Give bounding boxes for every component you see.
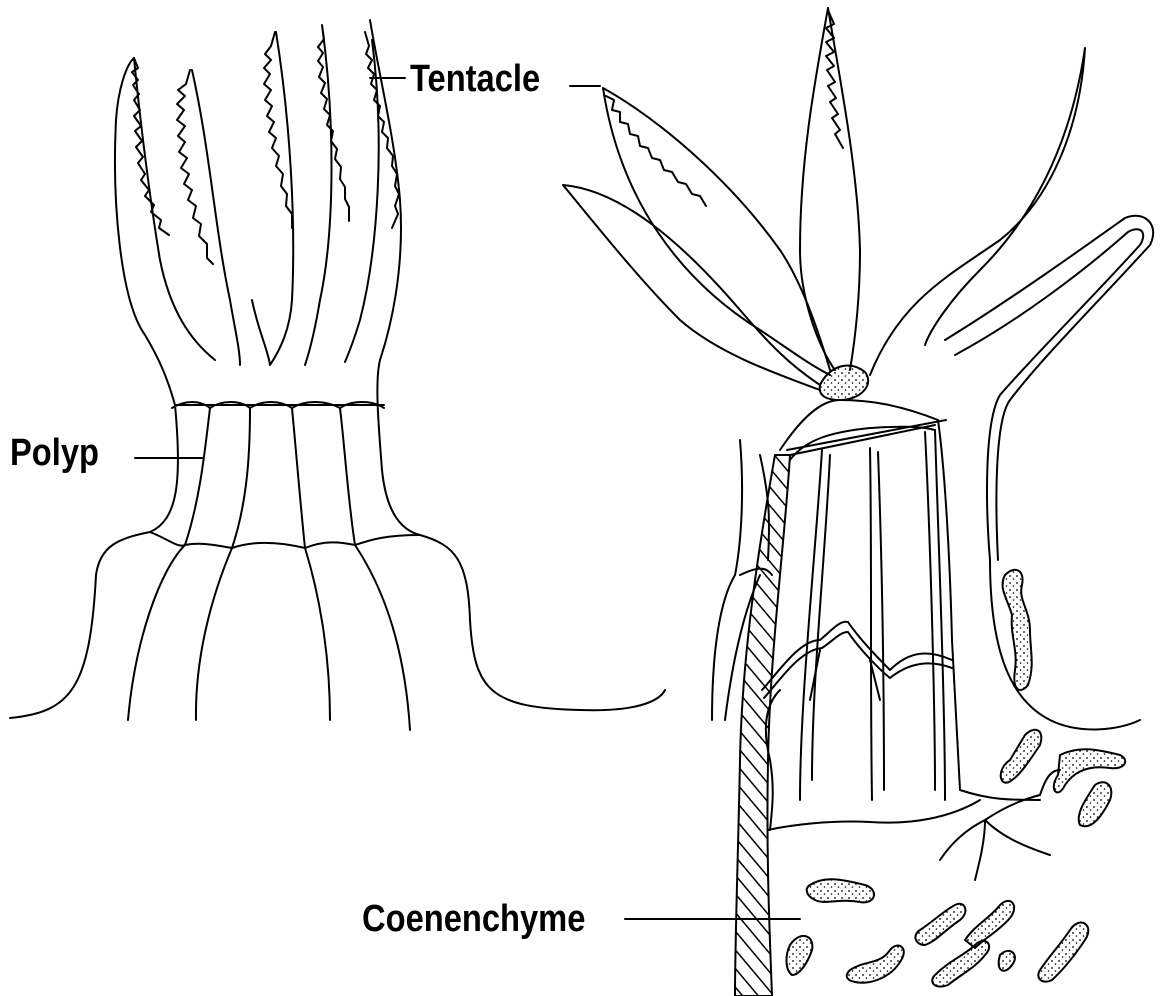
right-tentacle-top <box>800 8 860 370</box>
left-tentacle-5 <box>345 32 399 362</box>
left-tentacle-2 <box>177 70 240 365</box>
right-tentacle-right <box>870 48 1085 375</box>
left-tentacle-4 <box>305 25 349 365</box>
left-polyp <box>10 20 665 730</box>
polyp-label: Polyp <box>10 434 99 472</box>
right-body-outline <box>766 560 1140 830</box>
right-oral-disc <box>820 366 869 400</box>
right-polyp <box>563 8 1153 996</box>
left-tentacle-1 <box>132 58 215 360</box>
tentacle-label: Tentacle <box>410 60 540 98</box>
right-tentacle-left <box>603 88 830 375</box>
sclerite-network <box>940 770 1060 880</box>
axial-skeleton <box>735 455 790 996</box>
right-tentacle-loop <box>945 216 1153 560</box>
right-mesentery-lines <box>800 430 945 800</box>
right-tentacle-far-left <box>563 185 820 390</box>
left-tentacle-3 <box>252 32 293 365</box>
sclerites <box>786 570 1125 987</box>
coenenchyme-label: Coenenchyme <box>362 900 585 938</box>
right-mesentery-zigzag <box>762 622 952 698</box>
left-polyp-base <box>150 532 420 548</box>
left-polyp-outline <box>10 20 665 718</box>
